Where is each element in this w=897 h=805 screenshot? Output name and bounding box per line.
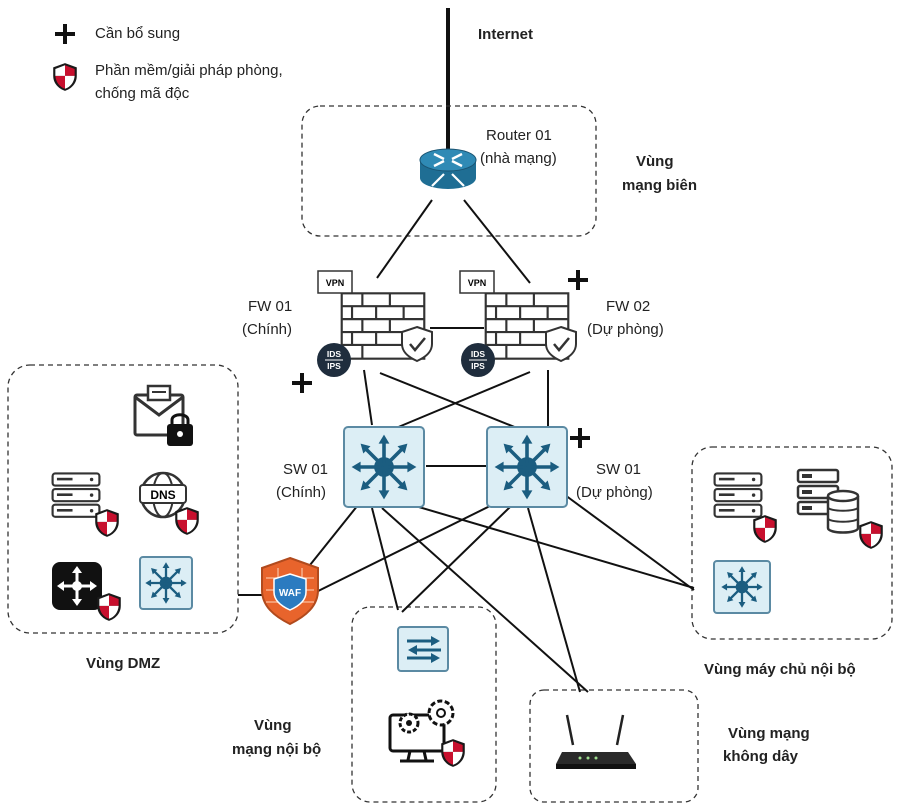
switch-1 bbox=[343, 426, 425, 508]
router-sub: (nhà mạng) bbox=[480, 150, 557, 167]
firewall-1: VPN IDS IPS bbox=[317, 270, 433, 377]
vpn-1-badge bbox=[317, 270, 353, 294]
fw-1-check-shield-icon bbox=[401, 325, 433, 363]
link-fw2-sw1 bbox=[395, 371, 531, 429]
fw2-role: (Dự phòng) bbox=[587, 321, 664, 338]
vpn-1-label: VPN bbox=[326, 278, 345, 288]
ids-2-label: IDS bbox=[471, 349, 486, 359]
fw-2-check-shield-icon bbox=[545, 325, 577, 363]
dns-label: DNS bbox=[150, 488, 175, 502]
lan-switch bbox=[397, 626, 449, 672]
dmz-server-icon bbox=[51, 472, 101, 518]
zone-internal-lan-box bbox=[351, 606, 497, 803]
switch-2 bbox=[486, 426, 568, 508]
zone-wireless-label-1: Vùng mạng bbox=[728, 725, 810, 742]
workstation-gear-icon bbox=[388, 699, 455, 763]
zone-dmz-label: Vùng DMZ bbox=[86, 655, 160, 672]
dmz-server-shield-icon bbox=[95, 509, 119, 537]
link-sw2-waf bbox=[299, 502, 497, 601]
waf-label: WAF bbox=[279, 588, 301, 599]
fw2-name: FW 02 bbox=[606, 298, 650, 315]
dns-icon: DNS bbox=[139, 471, 187, 519]
link-fw1-sw1 bbox=[363, 369, 373, 426]
dmz-router-shield-icon bbox=[97, 593, 121, 621]
switch-2-icon bbox=[492, 432, 562, 502]
link-sw2-servers bbox=[564, 494, 695, 591]
internet-label: Internet bbox=[478, 26, 533, 43]
legend-shield-icon bbox=[53, 63, 77, 91]
switch-1-icon bbox=[349, 432, 419, 502]
fw1-role: (Chính) bbox=[242, 321, 292, 338]
zone-dmz-box bbox=[7, 364, 239, 634]
router-name: Router 01 bbox=[486, 127, 552, 144]
mail-lock-icon bbox=[133, 384, 193, 446]
legend-plus-icon bbox=[55, 24, 75, 44]
zone-internal-lan-label-1: Vùng bbox=[254, 717, 292, 734]
zone-wireless-label-2: không dây bbox=[723, 748, 799, 765]
link-sw2-wifi bbox=[527, 507, 581, 693]
vpn-2-label: VPN bbox=[468, 278, 487, 288]
vpn-2-badge bbox=[459, 270, 495, 294]
link-sw1-waf bbox=[301, 504, 359, 576]
internal-server-shield-icon bbox=[753, 515, 777, 543]
sw1-name: SW 01 bbox=[283, 461, 328, 478]
firewall-2: VPN IDS IPS bbox=[459, 270, 577, 377]
ids-1-label: IDS bbox=[327, 349, 342, 359]
internal-switch-icon bbox=[720, 565, 764, 609]
sw2-role: (Dự phòng) bbox=[576, 484, 653, 501]
zone-border-label-1: Vùng bbox=[636, 153, 674, 170]
sw2-plus-icon bbox=[570, 428, 590, 448]
sw1-role: (Chính) bbox=[276, 484, 326, 501]
exchange-arrows-icon bbox=[407, 636, 441, 663]
link-sw2-lan bbox=[401, 506, 511, 613]
database-server-icon bbox=[796, 468, 860, 534]
zone-wireless-box bbox=[529, 689, 699, 803]
zone-border-box bbox=[301, 105, 597, 237]
link-sw1-servers bbox=[411, 504, 695, 589]
dmz-switch bbox=[139, 556, 193, 610]
ips-1-label: IPS bbox=[327, 361, 341, 371]
zone-border-label-2: mạng biên bbox=[622, 177, 697, 194]
workstation-shield-icon bbox=[441, 739, 465, 767]
link-router-fw1 bbox=[376, 199, 433, 279]
legend-malware-label-2: chống mã độc bbox=[95, 85, 190, 102]
fw1-plus-icon bbox=[292, 373, 312, 393]
legend-add-label: Cần bổ sung bbox=[95, 25, 180, 42]
fw1-name: FW 01 bbox=[248, 298, 292, 315]
internal-switch bbox=[713, 560, 771, 614]
zone-internal-servers-label: Vùng máy chủ nội bộ bbox=[704, 661, 856, 678]
connections bbox=[238, 199, 695, 693]
dmz-switch-icon bbox=[144, 561, 188, 605]
dmz-router-icon bbox=[52, 562, 102, 610]
dns-shield-icon bbox=[175, 507, 199, 535]
database-shield-icon bbox=[859, 521, 883, 549]
zone-internal-servers-box bbox=[691, 446, 893, 640]
link-fw1-sw2 bbox=[379, 372, 523, 431]
link-sw1-wifi bbox=[381, 507, 589, 693]
waf-icon: WAF bbox=[261, 556, 319, 626]
internal-server-icon bbox=[713, 472, 763, 518]
fw2-plus-icon bbox=[568, 270, 588, 290]
link-router-fw2 bbox=[463, 199, 531, 284]
sw2-name: SW 01 bbox=[596, 461, 641, 478]
zone-internal-lan-label-2: mạng nội bộ bbox=[232, 741, 321, 758]
wireless-router-icon bbox=[556, 714, 636, 769]
router-icon bbox=[419, 148, 477, 189]
legend-malware-label-1: Phần mềm/giải pháp phòng, bbox=[95, 62, 283, 79]
ips-2-label: IPS bbox=[471, 361, 485, 371]
